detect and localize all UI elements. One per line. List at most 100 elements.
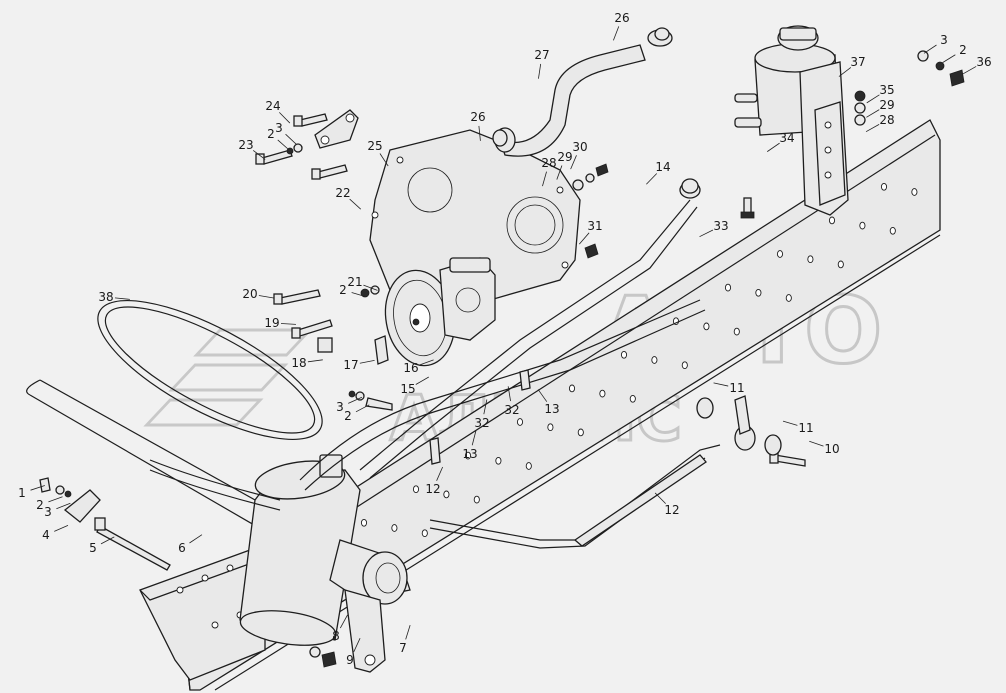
callout-28: 28 [541, 156, 556, 170]
callout-29: 29 [557, 150, 572, 164]
rail-hole [421, 529, 428, 538]
rail-hole [547, 423, 554, 432]
callout-29: 29 [879, 98, 894, 112]
leader-line [646, 173, 658, 185]
rail-hole [911, 188, 918, 196]
leader-line [363, 284, 378, 291]
leader-line [48, 496, 63, 503]
callout-10: 10 [824, 442, 839, 456]
leader-line [838, 67, 852, 77]
rail-hole [837, 260, 844, 269]
callout-2: 2 [339, 283, 347, 297]
callout-30: 30 [572, 140, 587, 154]
leader-line [353, 638, 361, 653]
callout-18: 18 [291, 356, 306, 370]
callout-12: 12 [425, 482, 440, 496]
leader-line [538, 63, 542, 79]
leader-line [258, 295, 274, 299]
leader-line [351, 292, 367, 298]
leader-line [809, 440, 824, 447]
leader-line [713, 382, 729, 387]
callout-3: 3 [940, 33, 948, 47]
rail-hole [776, 250, 784, 258]
rail-hole [681, 361, 688, 370]
callout-34: 34 [779, 131, 794, 145]
leader-line [405, 624, 411, 640]
callout-14: 14 [655, 160, 670, 174]
callout-20: 20 [242, 287, 257, 301]
rail-hole [599, 389, 606, 398]
rail-hole [629, 394, 636, 403]
rail-hole [516, 418, 524, 426]
rail-hole [443, 490, 450, 499]
leader-line [349, 198, 362, 210]
callout-17: 17 [343, 358, 358, 372]
callout-6: 6 [178, 541, 186, 555]
leader-line [579, 232, 590, 245]
rail-hole [880, 182, 888, 191]
rail-hole [577, 428, 584, 437]
rail-hole [525, 462, 532, 470]
callout-13: 13 [544, 402, 559, 416]
callout-25: 25 [367, 139, 382, 153]
callout-27: 27 [534, 48, 549, 62]
rail-hole [733, 327, 740, 336]
callout-35: 35 [879, 83, 894, 97]
leader-line [537, 389, 548, 402]
rail-hole [360, 518, 368, 527]
callout-23: 23 [238, 138, 253, 152]
callout-37: 37 [850, 55, 865, 69]
callout-22: 22 [335, 186, 350, 200]
callout-2: 2 [959, 43, 967, 57]
leader-line [285, 133, 297, 145]
leader-line [483, 399, 488, 415]
leader-line [54, 524, 69, 532]
leader-line [30, 485, 45, 491]
leader-line [866, 94, 880, 104]
leader-line [419, 359, 434, 366]
rail-hole [859, 221, 866, 230]
rail-hole [651, 356, 658, 364]
hydraulic-lines [149, 199, 721, 549]
rail-hole [724, 283, 732, 292]
rail-hole [703, 322, 710, 331]
leader-line [280, 323, 296, 325]
drive-belt [97, 299, 323, 441]
callout-5: 5 [89, 541, 97, 555]
leader-line [100, 536, 115, 545]
leader-line [252, 150, 266, 160]
leader-line [189, 534, 203, 544]
callout-28: 28 [879, 113, 894, 127]
leader-line [866, 109, 880, 118]
callout-3: 3 [336, 400, 344, 414]
callout-2: 2 [344, 409, 352, 423]
mounting-bracket-plate [139, 549, 266, 681]
rail-hole [495, 456, 502, 465]
leader-line [355, 404, 370, 413]
rail-hole [568, 384, 576, 393]
pump-pulley [384, 269, 456, 367]
leader-line [359, 360, 375, 364]
leader-line [923, 44, 937, 54]
rail-hole [755, 288, 762, 297]
leader-line [478, 125, 481, 141]
leader-line [56, 502, 71, 510]
leader-line [114, 297, 130, 300]
leader-line [471, 430, 477, 446]
leader-line [339, 614, 348, 629]
leader-line [277, 139, 290, 151]
leader-line [699, 229, 714, 238]
callout-2: 2 [267, 127, 275, 141]
callout-12: 12 [664, 503, 679, 517]
callout-19: 19 [264, 316, 279, 330]
pitman-arm [344, 589, 386, 673]
leader-line [782, 420, 798, 426]
callout-26: 26 [470, 110, 485, 124]
steering-gear-box [239, 454, 411, 646]
watermark-logo-stripes [143, 328, 314, 427]
steering-pump-body [439, 257, 496, 341]
leader-line [542, 171, 547, 187]
